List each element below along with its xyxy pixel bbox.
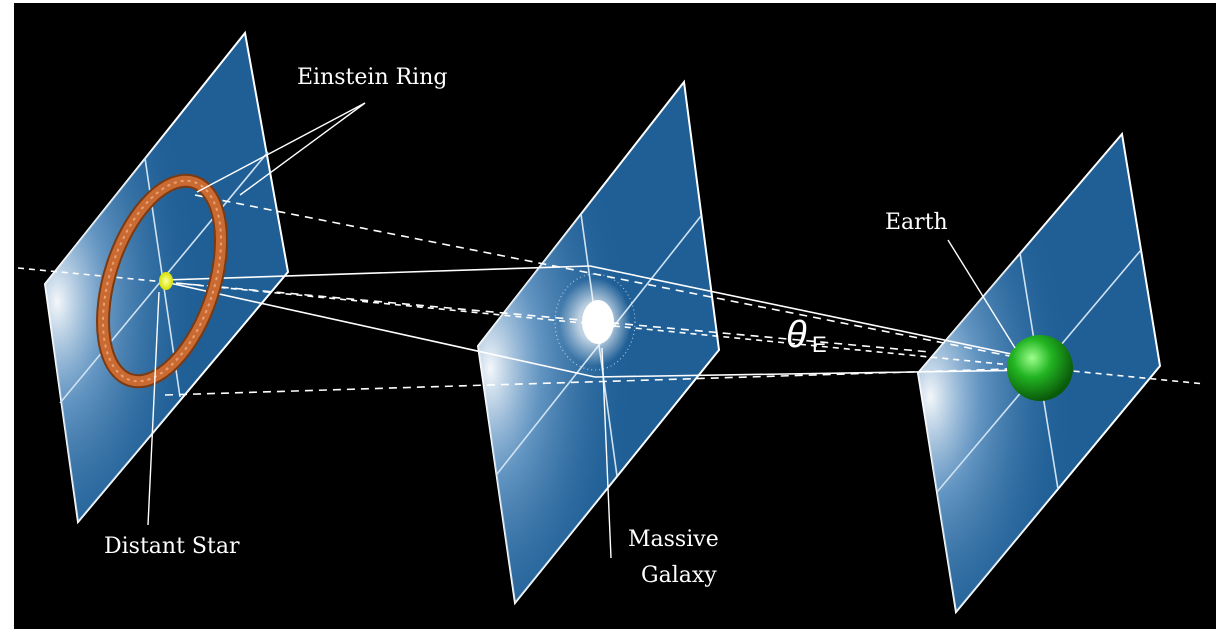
massive-label: Massive: [628, 527, 719, 552]
distant-star-icon: [159, 272, 173, 290]
einstein-ring-label: Einstein Ring: [297, 65, 447, 90]
einstein-ring-icon: [96, 173, 228, 389]
image-rays: [164, 194, 1041, 396]
light-rays: [164, 265, 1041, 378]
theta-subscript: E: [812, 332, 827, 357]
earth-label: Earth: [885, 210, 948, 235]
distant-star-label: Distant Star: [104, 534, 240, 559]
theta-symbol: θ: [786, 314, 807, 356]
massive-galaxy-icon: [554, 273, 636, 371]
galaxy-label: Galaxy: [641, 563, 717, 588]
einstein-angle-label: θ E: [786, 314, 827, 357]
label-leaders: [147, 102, 1016, 559]
earth-sphere-icon: [1007, 335, 1073, 401]
